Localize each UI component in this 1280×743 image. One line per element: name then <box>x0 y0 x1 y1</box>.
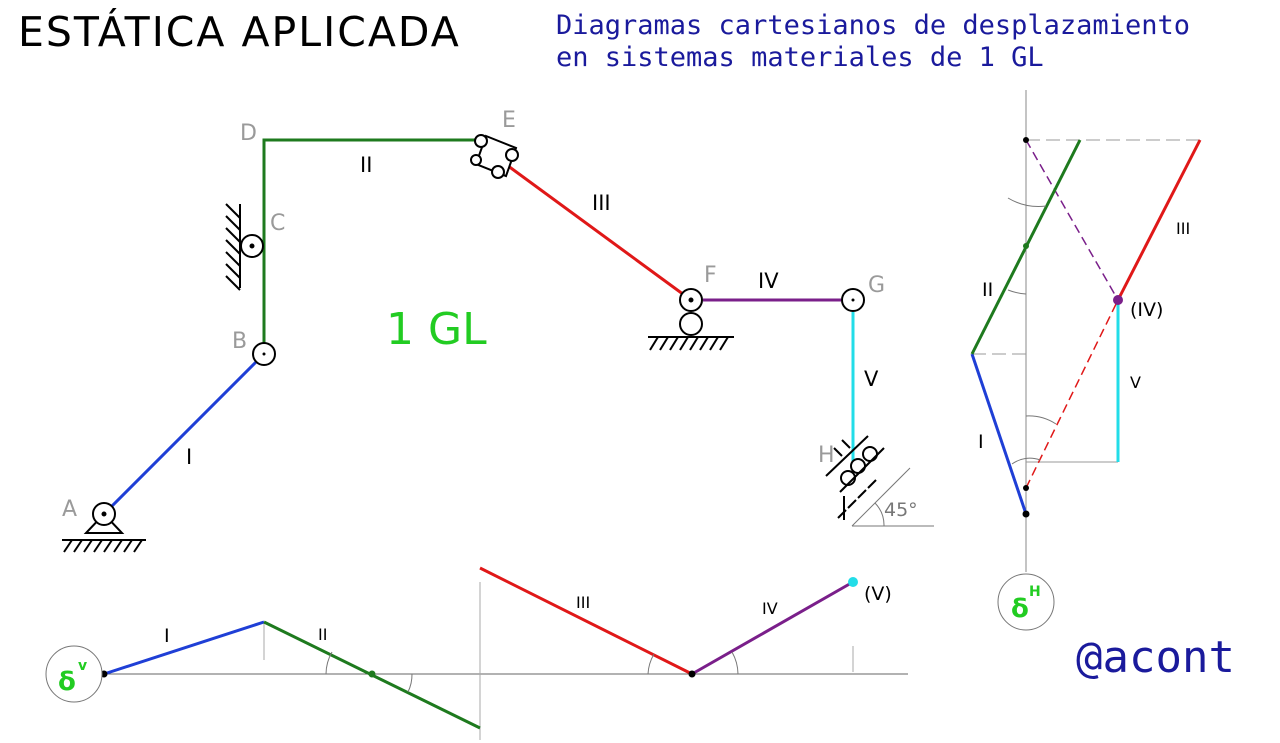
member-label-iv: IV <box>758 269 779 293</box>
diag-h-pole-iv: (IV) <box>1130 299 1163 321</box>
delta-v-sup: v <box>78 658 87 674</box>
diag-v-label-ii: II <box>318 625 327 644</box>
member-I <box>102 352 266 516</box>
degrees-of-freedom-label: 1 GL <box>386 304 487 355</box>
diag-v-label-iii: III <box>576 593 590 612</box>
node-label-a: A <box>62 497 77 522</box>
diag-h-label-i: I <box>978 431 984 453</box>
delta-v-badge: δ v <box>45 645 103 703</box>
diag-h-label-v: V <box>1130 373 1141 392</box>
horizontal-displacement-diagram <box>970 90 1202 572</box>
delta-h-badge: δ H <box>997 573 1055 631</box>
subtitle-line-1: Diagramas cartesianos de desplazamiento <box>556 10 1190 41</box>
diag-h-label-ii: II <box>982 279 993 301</box>
member-label-ii: II <box>360 153 372 177</box>
diag-v-label-i: I <box>164 625 170 647</box>
subtitle-line-2: en sistemas materiales de 1 GL <box>556 42 1044 73</box>
member-label-v: V <box>864 367 879 391</box>
node-label-c: C <box>270 211 285 236</box>
joint-e <box>470 134 519 179</box>
member-label-iii: III <box>592 191 611 215</box>
support-c <box>225 203 264 291</box>
hinge-g <box>841 288 865 312</box>
node-label-h: H <box>818 443 835 468</box>
page-title: ESTÁTICA APLICADA <box>18 8 461 56</box>
member-label-i: I <box>186 445 192 469</box>
delta-h-symbol: δ <box>1011 594 1029 624</box>
node-label-g: G <box>868 273 885 298</box>
node-label-d: D <box>240 121 257 146</box>
hinge-b <box>252 342 276 366</box>
support-f <box>648 288 734 351</box>
support-h <box>825 435 934 527</box>
member-III <box>499 158 692 302</box>
support-a <box>62 502 146 553</box>
delta-v-symbol: δ <box>58 667 76 697</box>
node-label-b: B <box>232 329 247 354</box>
angle-label: 45° <box>884 499 918 521</box>
node-label-f: F <box>704 263 717 288</box>
node-label-e: E <box>502 108 516 133</box>
diag-h-label-iii: III <box>1176 219 1190 238</box>
page-subtitle: Diagramas cartesianos de desplazamiento … <box>556 10 1190 74</box>
vertical-displacement-diagram <box>100 566 908 740</box>
diag-v-pole-v: (V) <box>864 583 892 605</box>
delta-h-sup: H <box>1029 584 1041 600</box>
member-II <box>262 138 478 354</box>
diag-v-label-iv: IV <box>762 599 778 618</box>
author-handle: @acont <box>1076 632 1235 683</box>
